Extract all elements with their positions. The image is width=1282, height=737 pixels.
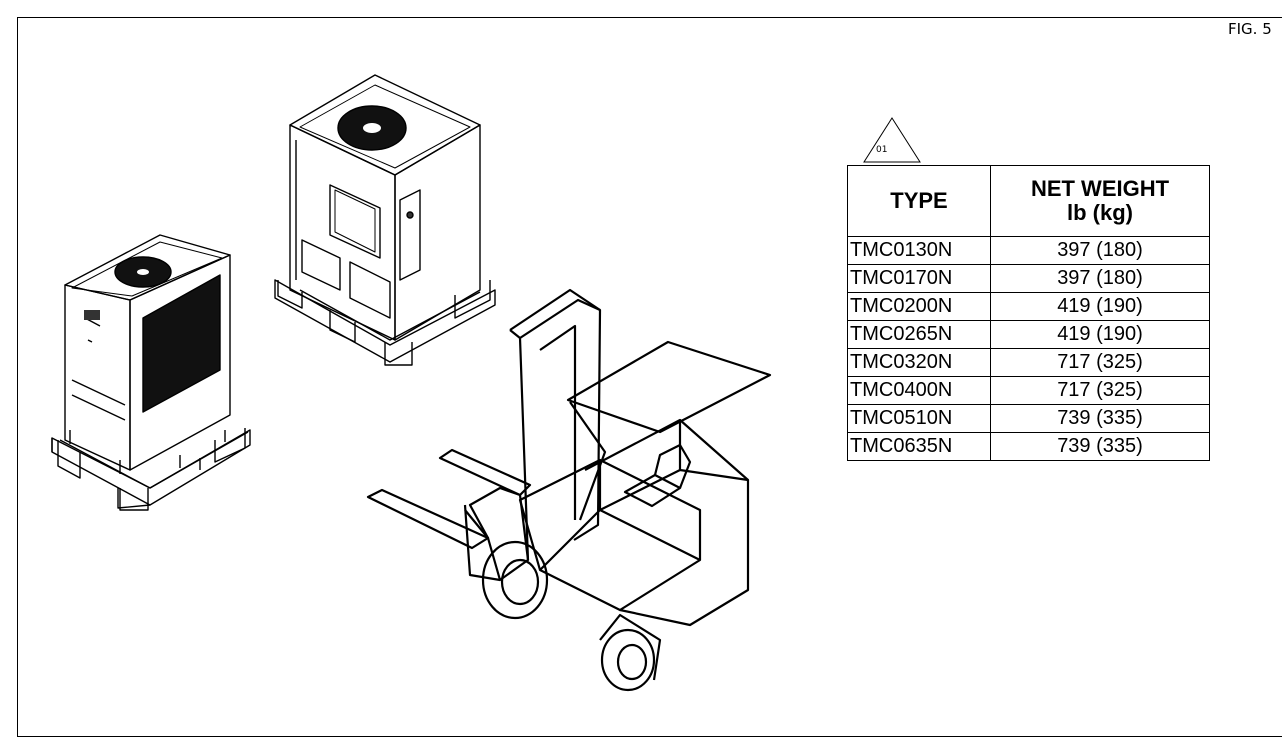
revision-triangle-icon — [863, 117, 921, 163]
forklift-drawing — [366, 288, 772, 692]
type-cell: TMC0200N — [847, 292, 991, 321]
revision-number: 01 — [876, 145, 888, 155]
illustration — [51, 74, 772, 692]
net-weight-header: NET WEIGHT lb (kg) — [990, 165, 1210, 237]
type-cell: TMC0130N — [847, 236, 991, 265]
type-cell: TMC0510N — [847, 404, 991, 433]
weight-cell: 397 (180) — [990, 264, 1210, 293]
net-weight-header-line2: lb (kg) — [1067, 200, 1133, 225]
weight-cell: 419 (190) — [990, 292, 1210, 321]
weight-cell: 419 (190) — [990, 320, 1210, 349]
weight-cell: 717 (325) — [990, 348, 1210, 377]
type-header: TYPE — [847, 165, 991, 237]
weight-cell: 397 (180) — [990, 236, 1210, 265]
type-cell: TMC0320N — [847, 348, 991, 377]
weight-cell: 739 (335) — [990, 404, 1210, 433]
figure-label: FIG. 5 — [1228, 20, 1272, 38]
type-cell: TMC0400N — [847, 376, 991, 405]
type-cell: TMC0170N — [847, 264, 991, 293]
small-chiller-unit-drawing — [51, 234, 251, 511]
net-weight-header-line1: NET WEIGHT — [1030, 175, 1170, 201]
large-chiller-unit-drawing — [274, 74, 496, 366]
weight-cell: 717 (325) — [990, 376, 1210, 405]
table-header-row: TYPE NET WEIGHT lb (kg) — [847, 165, 1210, 237]
weight-cell: 739 (335) — [990, 432, 1210, 461]
type-cell: TMC0635N — [847, 432, 991, 461]
type-cell: TMC0265N — [847, 320, 991, 349]
